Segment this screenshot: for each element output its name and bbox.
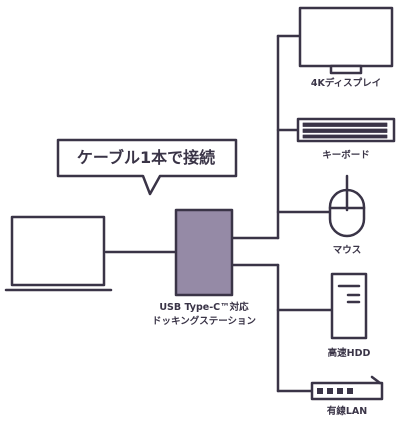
mouse-label: マウス	[332, 245, 362, 256]
monitor-icon	[298, 6, 394, 75]
docking-station-icon	[174, 208, 234, 297]
mouse-icon	[328, 174, 366, 238]
hdd-label: 高速HDD	[327, 348, 371, 359]
hub-label-line2: ドッキングステーション	[151, 316, 257, 327]
monitor-label: 4Kディスプレイ	[310, 78, 382, 89]
keyboard-label: キーボード	[322, 150, 370, 161]
router-icon	[310, 375, 384, 401]
callout-bubble	[56, 138, 238, 196]
hub-label-line1: USB Type-C™対応	[159, 302, 249, 313]
hdd-icon	[330, 272, 368, 340]
router-label: 有線LAN	[326, 406, 368, 417]
keyboard-icon	[296, 117, 396, 143]
callout-text: ケーブル1本で接続	[76, 148, 216, 167]
laptop-icon	[4, 215, 113, 292]
connection-lines	[104, 34, 334, 393]
